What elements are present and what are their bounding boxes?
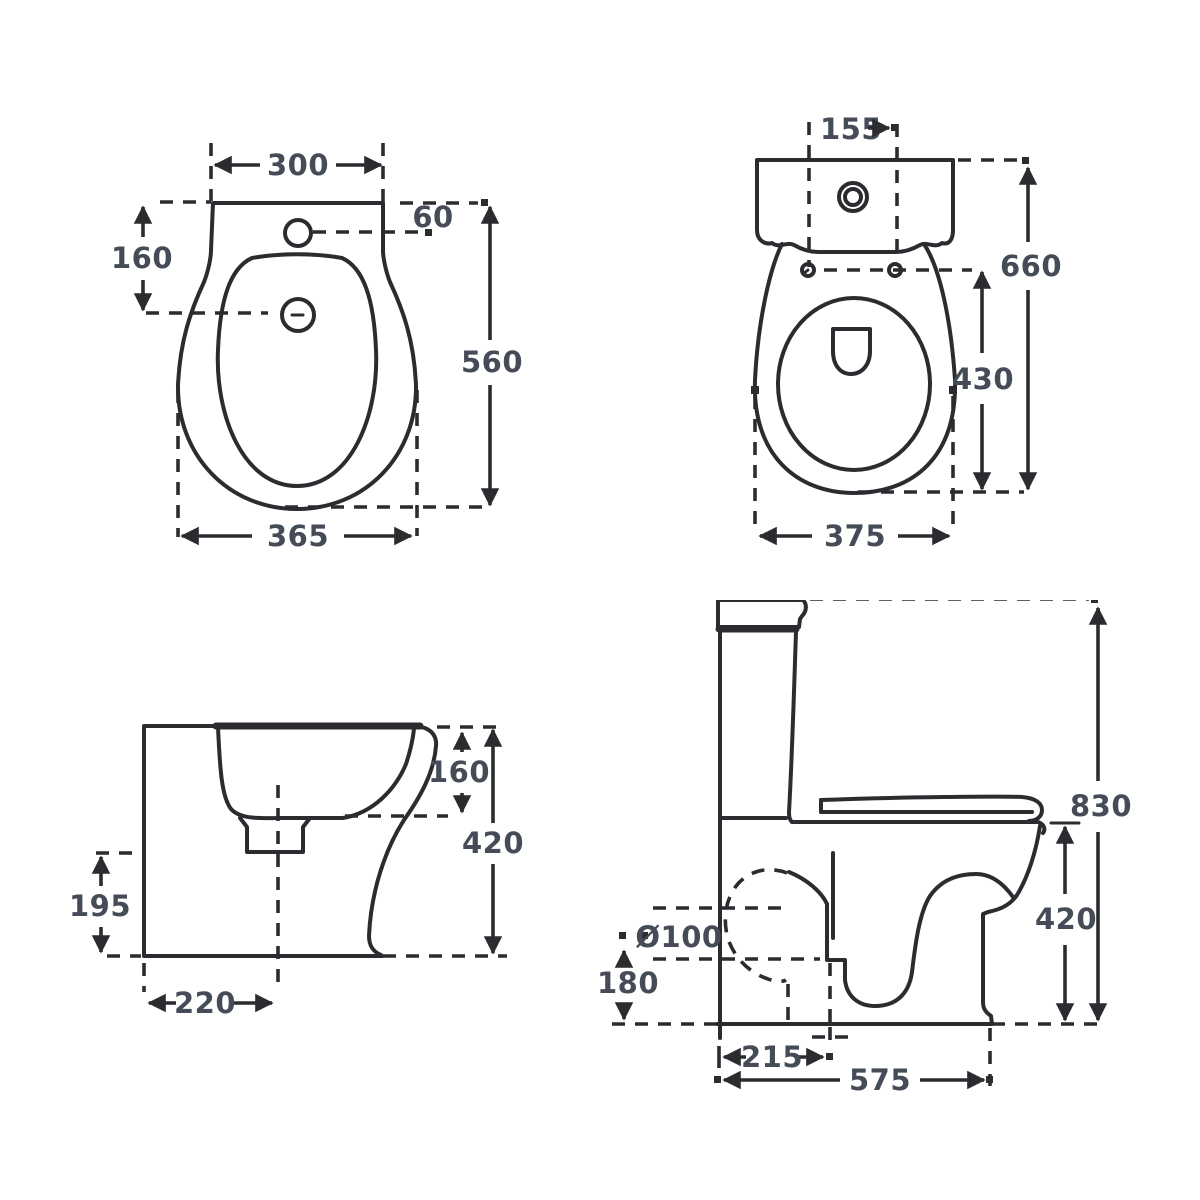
flush-button-inner xyxy=(843,187,863,207)
bidet-body-path xyxy=(175,201,419,511)
dim-label-overall-width: 375 xyxy=(824,519,886,553)
toilet-side-view: 830 420 Ø100 180 215 575 xyxy=(600,600,1132,1097)
dash-end-dot xyxy=(641,932,648,939)
dim-label-max-width: 365 xyxy=(267,519,329,553)
seat-inner-oval xyxy=(776,296,932,472)
dash-end-dot xyxy=(481,199,488,206)
flush-button-outer xyxy=(837,181,869,213)
dim-label-tap-depth: 160 xyxy=(111,241,173,275)
dim-label-outlet-height: 180 xyxy=(600,966,659,1000)
cistern-lid-path xyxy=(716,600,808,629)
dash-end-dot xyxy=(1091,600,1098,603)
basin-interior-path xyxy=(216,725,416,821)
dim-label-outlet-offset: 220 xyxy=(174,986,236,1020)
dim-label-overall-depth: 560 xyxy=(461,345,523,379)
dim-label-outlet-offset: 215 xyxy=(741,1040,803,1074)
dim-label-bowl-depth: 430 xyxy=(952,362,1014,396)
dash-end-dot xyxy=(986,1076,993,1083)
dim-label-outlet-height: 195 xyxy=(69,889,131,923)
bidet-top-outline xyxy=(175,201,419,511)
cistern-path xyxy=(755,158,955,254)
pan-rim-line xyxy=(790,820,1047,835)
dim-label-tap-offset: 60 xyxy=(412,200,453,234)
hidden-outlet-path xyxy=(723,868,788,984)
dash-end-dot xyxy=(891,124,898,131)
flush-water-shape xyxy=(831,327,872,376)
dash-end-dot xyxy=(826,1053,833,1060)
bowl-outer-path xyxy=(752,242,958,495)
dash-end-dot xyxy=(619,932,626,939)
toilet-side-outline xyxy=(715,600,1047,1047)
toilet-top-outline xyxy=(752,158,958,495)
toilet-side-dimensions: 830 420 Ø100 180 215 575 xyxy=(600,600,1132,1097)
bidet-side-body xyxy=(142,724,384,958)
hinge-mark xyxy=(801,268,810,276)
bidet-inner-bowl-path xyxy=(215,252,379,488)
dash-end-dot xyxy=(1022,157,1029,164)
bidet-top-view: 300 60 160 560 365 xyxy=(111,143,523,553)
back-outer-edge-path xyxy=(367,725,439,958)
dash-end-dot xyxy=(714,1076,721,1083)
trap-profile xyxy=(787,870,1015,1008)
dash-end-dot xyxy=(949,386,957,394)
dim-label-overall-height: 830 xyxy=(1070,789,1132,823)
toilet-top-view: 155 660 430 375 xyxy=(751,112,1062,553)
seat-lid-top xyxy=(819,794,1044,823)
dim-label-overall-depth: 660 xyxy=(1000,249,1062,283)
dash-end-dot xyxy=(751,386,759,394)
tap-hole xyxy=(283,218,313,248)
dim-label-overall-height: 420 xyxy=(462,826,524,860)
dim-label-rim-width: 300 xyxy=(267,148,329,182)
bidet-side-outline xyxy=(142,722,439,988)
bowl-front-profile xyxy=(981,824,1042,1026)
drain-hole xyxy=(280,297,316,333)
dim-label-overall-depth: 575 xyxy=(849,1063,911,1097)
bidet-top-dimensions: 300 60 160 560 365 xyxy=(111,143,523,553)
bidet-side-dimensions: 160 420 195 220 xyxy=(69,725,524,1020)
drain-boss-path xyxy=(238,816,312,854)
dash-end-dot xyxy=(425,229,432,236)
cistern-front-edge xyxy=(787,630,798,824)
dim-label-pan-height: 420 xyxy=(1035,902,1097,936)
toilet-top-dimensions: 155 660 430 375 xyxy=(751,112,1062,553)
dim-label-outlet-diameter: Ø100 xyxy=(635,920,722,954)
dim-label-basin-depth: 160 xyxy=(428,755,490,789)
bidet-side-view: 160 420 195 220 xyxy=(69,722,524,1020)
